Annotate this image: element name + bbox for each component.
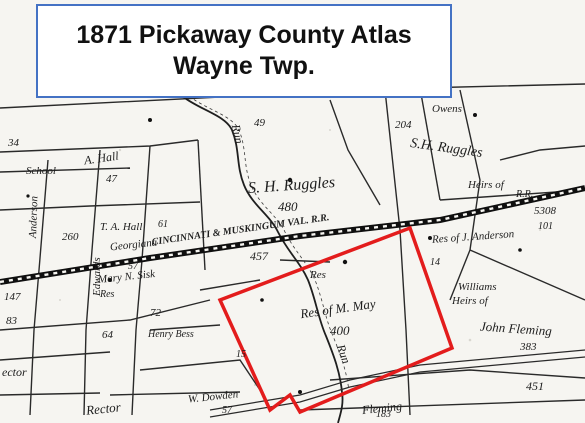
map-label-acres-400: 400 xyxy=(330,323,350,338)
map-label-acres-64: 64 xyxy=(102,329,113,341)
map-label-acres-72: 72 xyxy=(150,307,161,319)
map-label-acres-451: 451 xyxy=(526,379,544,393)
map-label-res-left: Res xyxy=(100,289,115,300)
map-label-henry-bess: Henry Bess xyxy=(148,329,194,340)
map-label-run-upper: Run xyxy=(228,123,247,145)
parcel-boundaries xyxy=(0,83,585,416)
map-label-anderson-left: Anderson xyxy=(27,195,41,239)
map-label-acres-83: 83 xyxy=(6,315,17,327)
map-label-acres-47: 47 xyxy=(106,173,117,185)
map-label-acres-260: 260 xyxy=(62,231,79,243)
map-label-acres-457: 457 xyxy=(250,249,268,263)
map-label-rr: R.R. xyxy=(516,189,534,200)
title-box: 1871 Pickaway County Atlas Wayne Twp. xyxy=(36,4,452,98)
map-label-rector-left: ector xyxy=(2,365,27,379)
railroad-ties xyxy=(0,186,585,284)
map-label-acres-480: 480 xyxy=(278,199,298,214)
map-label-acres-57: 57 xyxy=(128,261,138,272)
title-line-2: Wayne Twp. xyxy=(173,52,315,80)
map-label-williams: Williams xyxy=(458,281,497,293)
map-label-acres-101: 101 xyxy=(538,221,553,232)
map-label-acres-34: 34 xyxy=(8,137,19,149)
map-label-owens: Owens xyxy=(432,103,462,115)
map-label-acres-57b: 57 xyxy=(222,405,232,416)
map-label-school: School xyxy=(26,165,56,177)
highlighted-parcel-outline xyxy=(217,225,455,415)
map-label-acres-183: 183 xyxy=(376,409,391,420)
map-label-rector-bottom: Rector xyxy=(85,399,122,418)
map-label-heirs-of: Heirs of xyxy=(468,179,504,191)
map-label-acres-15: 15 xyxy=(236,349,246,360)
map-label-res-center: Res xyxy=(310,269,326,281)
paper-speckle xyxy=(59,129,541,387)
creek-line xyxy=(181,95,344,423)
map-label-acres-147: 147 xyxy=(4,291,21,303)
map-label-lot-49: 49 xyxy=(254,117,265,129)
creek-bank xyxy=(188,95,350,393)
map-label-acres-14: 14 xyxy=(430,257,440,268)
road-line xyxy=(209,349,585,411)
map-label-acres-383: 383 xyxy=(520,341,537,353)
map-label-hall-lower: T. A. Hall xyxy=(100,221,143,233)
map-label-edwards: Edwards xyxy=(91,257,103,296)
map-label-acres-61: 61 xyxy=(158,219,168,230)
residence-markers xyxy=(26,113,522,394)
map-label-acres-5308: 5308 xyxy=(534,205,556,217)
map-label-acres-204: 204 xyxy=(395,119,412,131)
map-label-heirs-of-right: Heirs of xyxy=(452,295,488,307)
title-line-1: 1871 Pickaway County Atlas xyxy=(76,20,412,49)
